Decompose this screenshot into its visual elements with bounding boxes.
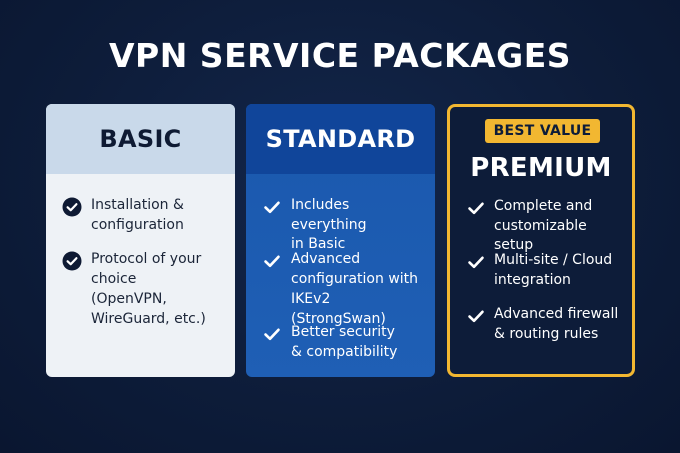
feature-text: Multi-site / Cloud integration <box>494 252 613 288</box>
check-icon <box>468 202 484 215</box>
check-icon <box>468 256 484 269</box>
check-icon <box>264 255 280 268</box>
check-circle-icon <box>62 251 82 271</box>
feature-text: Advanced configuration with <box>291 251 419 287</box>
package-header-basic: BASIC <box>46 104 235 174</box>
package-card-standard[interactable]: STANDARD Includes everything in Basic Ad… <box>246 104 435 377</box>
check-icon <box>264 201 280 214</box>
feature-text: Complete and customizable setup <box>494 198 593 253</box>
feature-note: IKEv2 (StrongSwan) <box>291 291 386 327</box>
package-name-premium: PREMIUM <box>470 153 612 183</box>
feature-text: Installation & configuration <box>91 197 184 233</box>
feature-text: Protocol of your choice <box>91 251 202 287</box>
package-card-premium[interactable]: BEST VALUE PREMIUM Complete and customiz… <box>447 104 635 377</box>
package-header-standard: STANDARD <box>246 104 435 174</box>
package-name-basic: BASIC <box>99 125 182 153</box>
feature-text: Advanced firewall & routing rules <box>494 306 619 342</box>
check-icon <box>264 328 280 341</box>
check-icon <box>468 310 484 323</box>
package-name-standard: STANDARD <box>265 125 416 153</box>
feature-text: Better security & compatibility <box>291 324 398 360</box>
feature-text: Includes everything in Basic <box>291 197 367 252</box>
package-card-basic[interactable]: BASIC Installation & configuration Proto… <box>46 104 235 377</box>
check-circle-icon <box>62 197 82 217</box>
best-value-badge: BEST VALUE <box>485 119 600 143</box>
page-title: VPN SERVICE PACKAGES <box>108 36 572 75</box>
feature-note: (OpenVPN, WireGuard, etc.) <box>91 291 206 327</box>
